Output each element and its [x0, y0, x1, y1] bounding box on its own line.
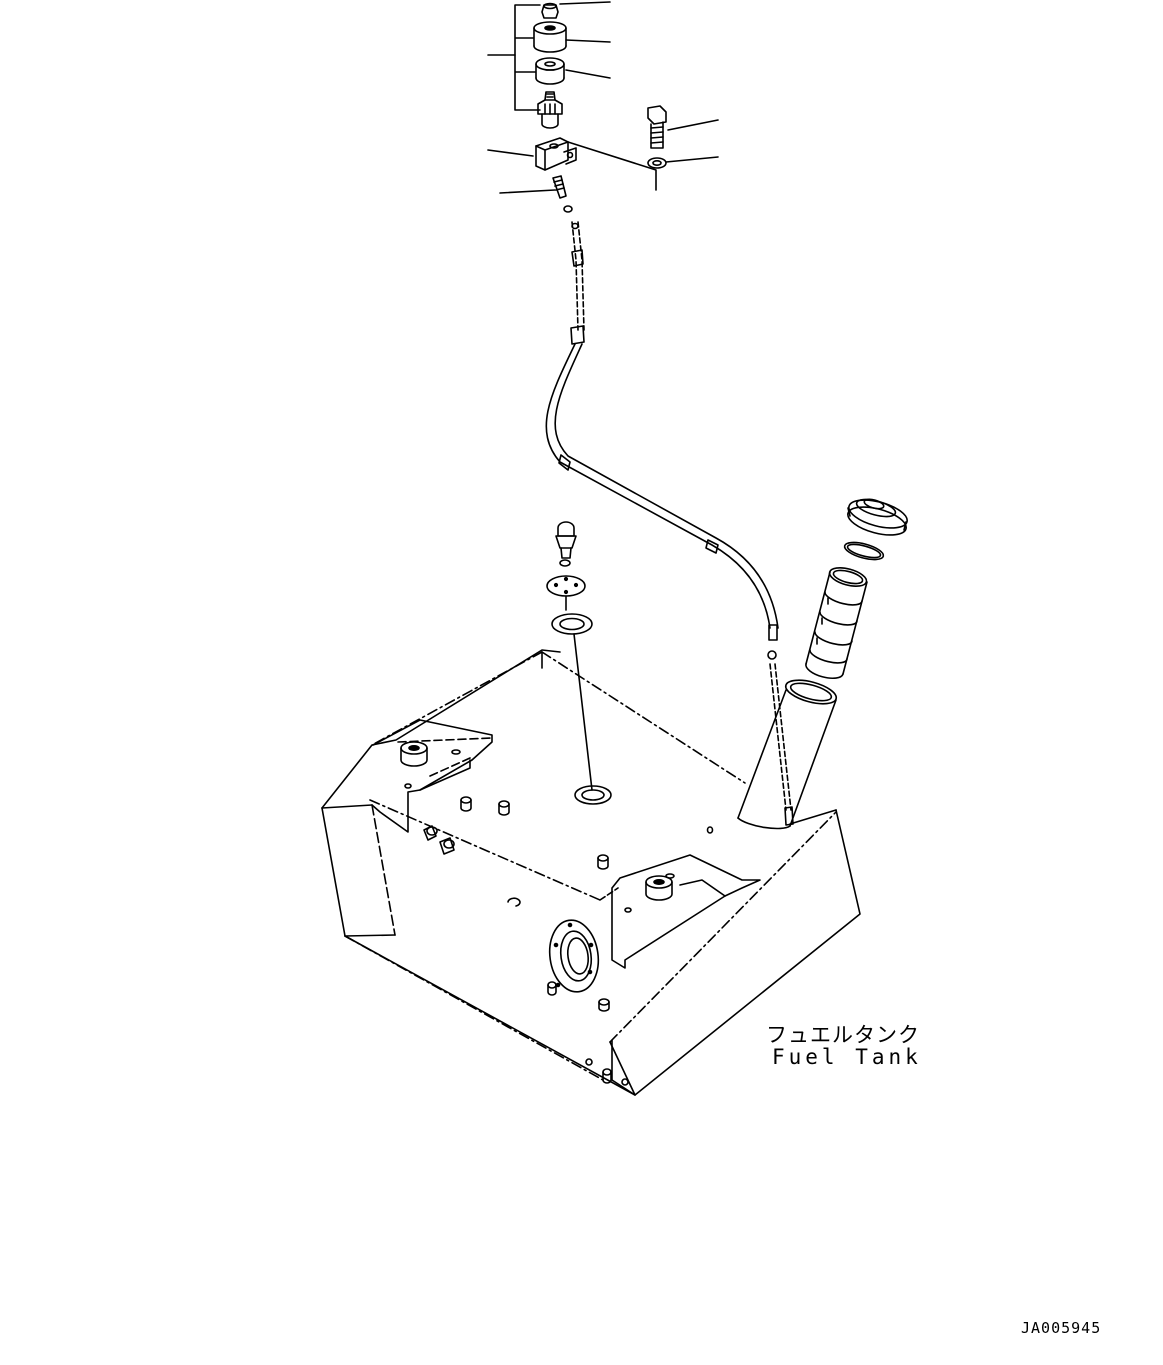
leader-lines — [487, 1, 719, 194]
fuel-hose-icon — [545, 221, 794, 826]
gauge-gasket-icon — [551, 613, 612, 805]
sensor-fitting-icon — [537, 91, 563, 129]
washer-icon — [647, 157, 667, 169]
cap-nut-icon — [541, 2, 559, 19]
filler-o-ring-icon — [843, 541, 885, 561]
drawing-number: JA005945 — [1021, 1319, 1102, 1337]
fuel-level-gauge-icon — [546, 521, 586, 611]
filler-cap-icon — [847, 498, 908, 536]
cylindrical-cushion-icon — [533, 21, 567, 53]
hex-bolt-icon — [647, 105, 667, 149]
threaded-elbow-icon — [552, 175, 573, 213]
assembly-label-japanese: フュエルタンク — [766, 1023, 920, 1047]
assembly-label-english: Fuel Tank — [772, 1045, 922, 1069]
fuel-tank-body-icon — [321, 649, 861, 1096]
slotted-collar-icon — [535, 57, 565, 85]
filler-strainer-icon — [805, 567, 868, 680]
bracket-block-icon — [535, 137, 577, 171]
